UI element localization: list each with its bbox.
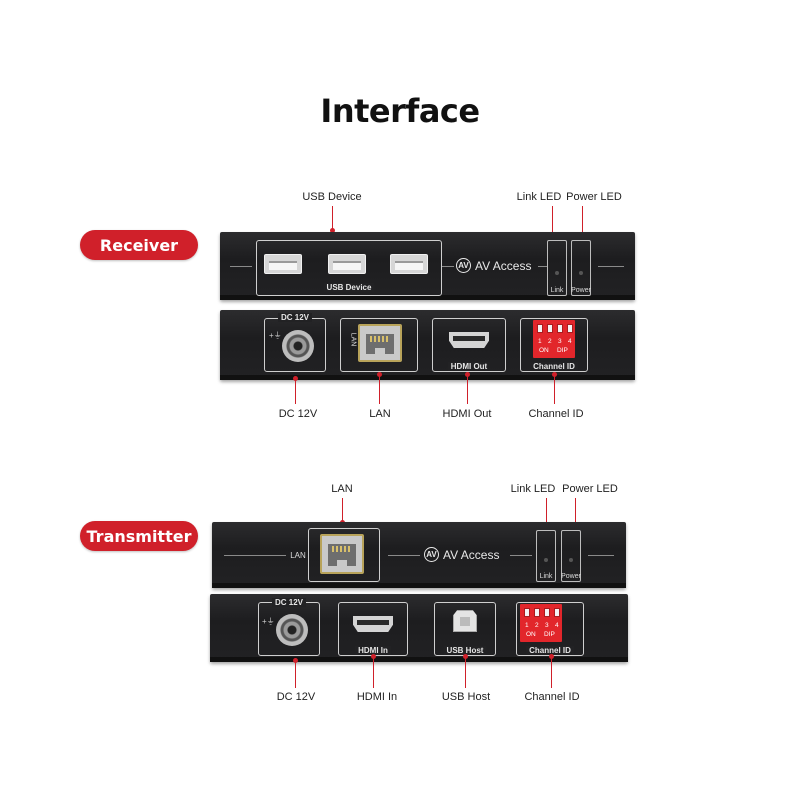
pointer-dot <box>330 228 335 233</box>
pointer-dot <box>293 376 298 381</box>
link-led-box <box>536 530 556 582</box>
callout-lan: LAN <box>331 483 353 495</box>
callout-link-led: Link LED <box>516 191 562 203</box>
usb-a-port <box>390 254 428 274</box>
usb-device-label: USB Device <box>323 283 375 292</box>
hdmi-out-label: HDMI Out <box>447 362 491 371</box>
dip-switch: 1 2 3 4 ON DIP <box>533 320 575 358</box>
power-led-label: Power <box>561 573 581 580</box>
brand-logo: AV AV Access <box>456 258 531 273</box>
link-led-icon <box>555 271 559 275</box>
hdmi-port <box>353 616 393 632</box>
transmitter-front-panel: LAN AV AV Access Link Power <box>212 522 626 588</box>
pointer-dot <box>549 654 554 659</box>
rj45-port <box>358 324 402 362</box>
pointer-dot <box>293 658 298 663</box>
callout-channel-id: Channel ID <box>528 408 584 420</box>
page-title: Interface <box>320 92 480 130</box>
pointer-line <box>467 374 468 404</box>
polarity-icon: +⏚ <box>262 617 275 626</box>
link-led-box <box>547 240 567 296</box>
pointer-line <box>295 660 296 688</box>
pointer-line <box>554 374 555 404</box>
channel-id-label: Channel ID <box>526 646 574 655</box>
callout-lan: LAN <box>369 408 391 420</box>
power-led-icon <box>579 271 583 275</box>
pointer-line <box>465 656 466 688</box>
receiver-rear-panel: DC 12V +⏚ LAN HDMI Out 1 2 3 4 ON DIP Ch… <box>220 310 635 380</box>
link-led-icon <box>544 558 548 562</box>
usb-a-port <box>264 254 302 274</box>
dc-jack <box>282 330 314 362</box>
callout-channel-id: Channel ID <box>524 691 580 703</box>
power-led-box <box>571 240 591 296</box>
link-led-label: Link <box>539 573 553 580</box>
pointer-dot <box>465 372 470 377</box>
callout-usb-device: USB Device <box>302 191 362 203</box>
callout-hdmi-in: HDMI In <box>356 691 398 703</box>
callout-power-led: Power LED <box>566 191 622 203</box>
usb-host-label: USB Host <box>443 646 487 655</box>
pointer-line <box>332 206 333 230</box>
pointer-line <box>582 206 583 234</box>
pointer-line <box>373 656 374 688</box>
lan-group <box>308 528 380 582</box>
pointer-line <box>295 378 296 404</box>
brand-name: AV Access <box>475 258 532 273</box>
channel-id-group <box>520 318 588 372</box>
pointer-line <box>342 498 343 522</box>
pointer-line <box>551 656 552 688</box>
pointer-dot <box>463 654 468 659</box>
pointer-dot <box>371 654 376 659</box>
hdmi-out-group <box>432 318 506 372</box>
brand-name: AV Access <box>443 547 500 562</box>
dc-label: DC 12V <box>277 313 313 322</box>
receiver-front-panel: USB Device AV AV Access Link Power <box>220 232 635 300</box>
callout-hdmi-out: HDMI Out <box>442 408 492 420</box>
usb-b-port <box>453 610 477 632</box>
callout-power-led: Power LED <box>562 483 618 495</box>
transmitter-badge: Transmitter <box>80 521 198 551</box>
hdmi-port <box>449 332 489 348</box>
lan-label: LAN <box>349 332 357 347</box>
usb-a-port <box>328 254 366 274</box>
dc-label: DC 12V <box>271 598 307 607</box>
callout-usb-host: USB Host <box>441 691 491 703</box>
power-led-icon <box>569 558 573 562</box>
lan-label: LAN <box>290 551 306 560</box>
power-led-box <box>561 530 581 582</box>
callout-link-led: Link LED <box>510 483 556 495</box>
receiver-badge: Receiver <box>80 230 198 260</box>
hdmi-in-label: HDMI In <box>355 646 391 655</box>
av-logo-icon: AV <box>456 258 471 273</box>
power-led-label: Power <box>571 287 591 294</box>
dip-switch: 1 2 3 4 ON DIP <box>520 604 562 642</box>
channel-id-label: Channel ID <box>530 362 578 371</box>
callout-dc-12v: DC 12V <box>278 408 318 420</box>
pointer-line <box>379 374 380 404</box>
pointer-dot <box>552 372 557 377</box>
lan-group <box>340 318 418 372</box>
polarity-icon: +⏚ <box>269 331 282 340</box>
brand-logo: AV AV Access <box>424 547 499 562</box>
callout-dc-12v: DC 12V <box>276 691 316 703</box>
link-led-label: Link <box>550 287 564 294</box>
transmitter-rear-panel: DC 12V +⏚ HDMI In USB Host 1 2 3 4 ON DI… <box>210 594 628 662</box>
av-logo-icon: AV <box>424 547 439 562</box>
pointer-line <box>546 498 547 524</box>
pointer-dot <box>377 372 382 377</box>
usb-device-group <box>256 240 442 296</box>
rj45-port <box>320 534 364 574</box>
pointer-line <box>575 498 576 524</box>
dc-jack <box>276 614 308 646</box>
pointer-line <box>552 206 553 234</box>
